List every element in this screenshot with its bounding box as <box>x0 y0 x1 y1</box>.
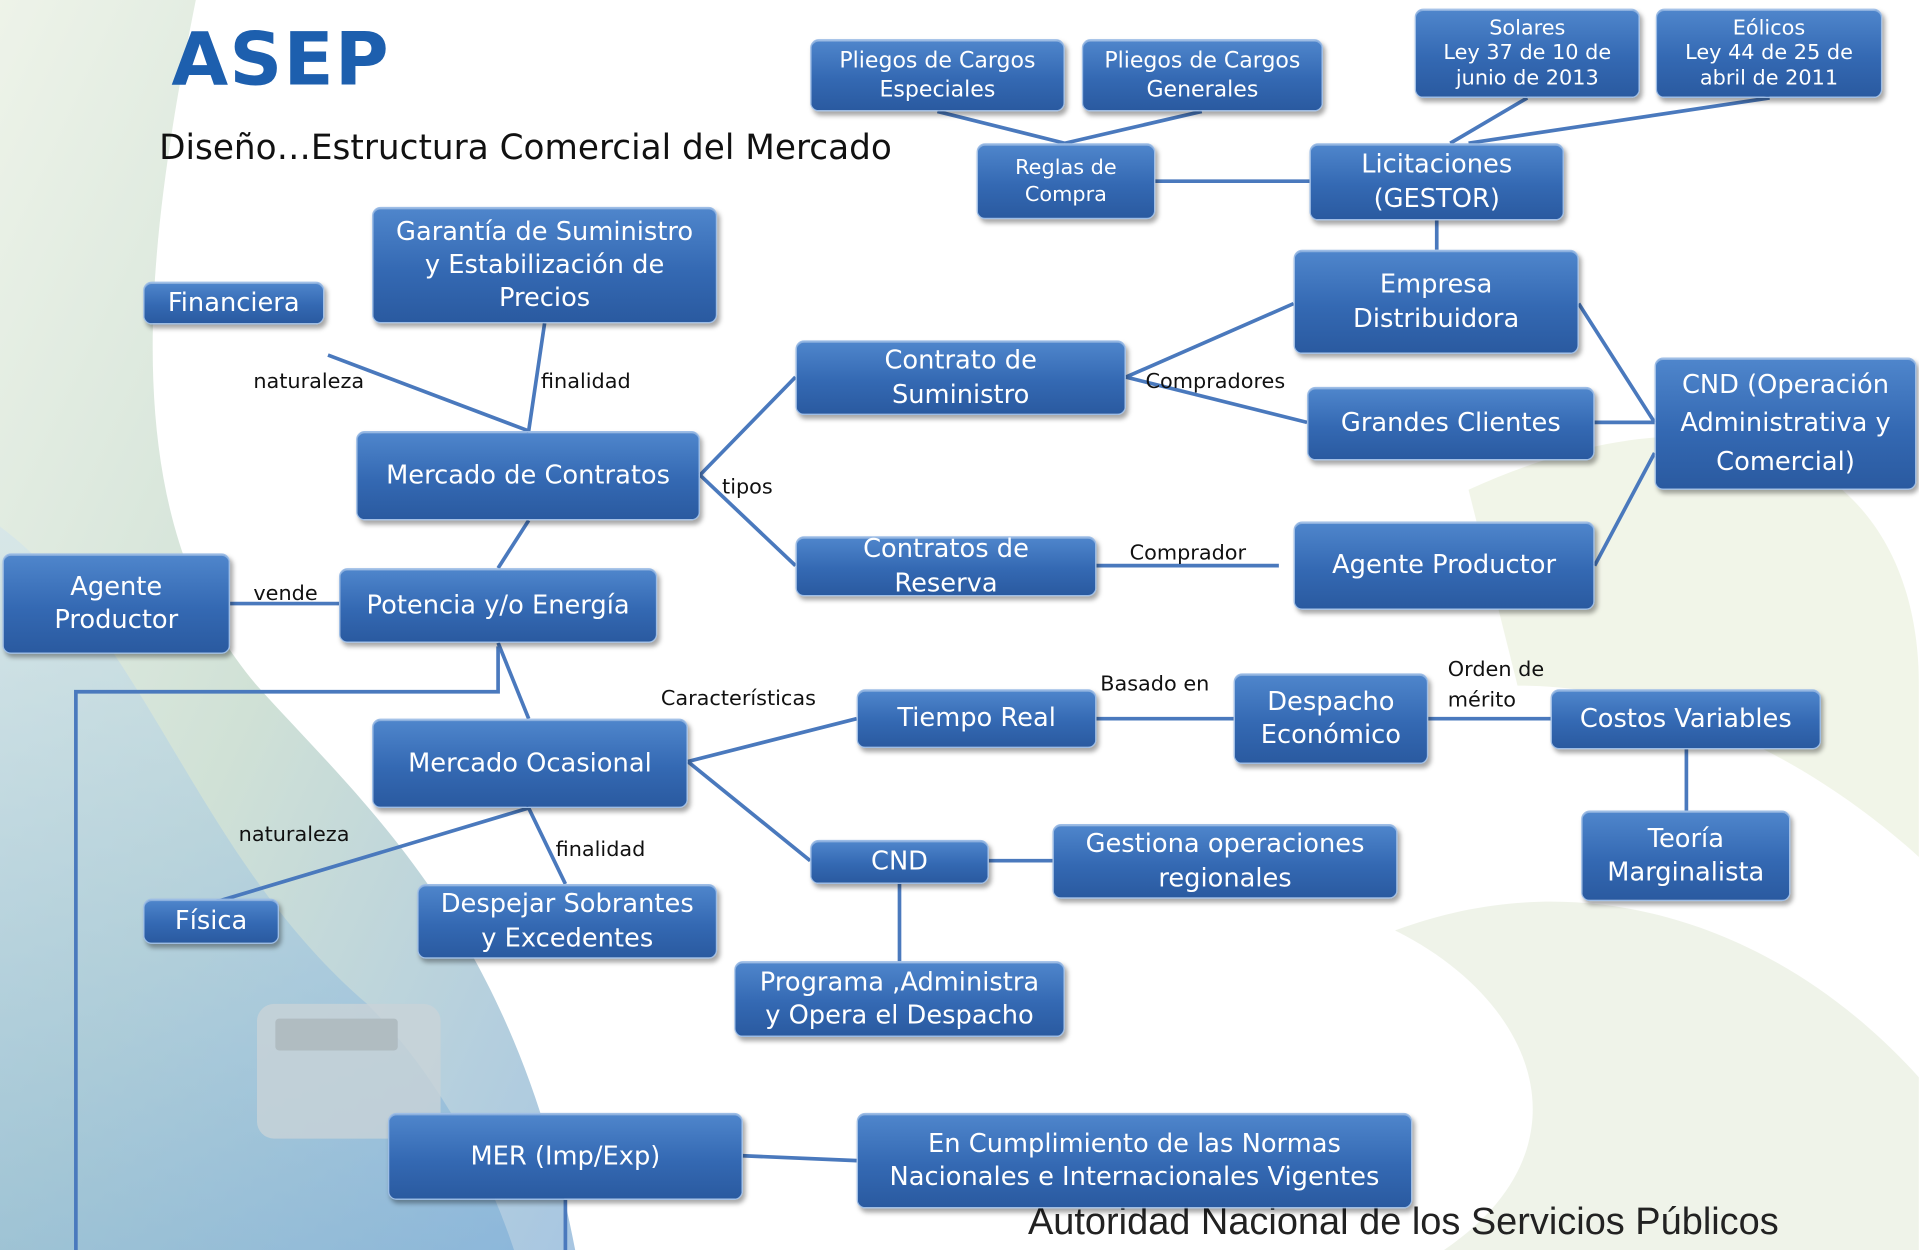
node-cnd: CND <box>810 839 989 884</box>
node-despacho-economico-label: Despacho Económico <box>1260 686 1401 750</box>
asep-logo: ASEP <box>171 17 390 103</box>
edge-label-orden-merito: Orden de mérito <box>1447 657 1545 713</box>
node-tiempo-real-label: Tiempo Real <box>897 703 1056 733</box>
node-agente-productor-left-label: Agente Productor <box>54 571 179 635</box>
node-contrato-suministro-label: Contrato de Suministro <box>884 345 1037 409</box>
node-tiempo-real: Tiempo Real <box>856 689 1097 749</box>
node-contratos-reserva-label: Contratos de Reserva <box>863 534 1029 597</box>
node-licitaciones-label: Licitaciones (GESTOR) <box>1361 149 1513 213</box>
node-teoria-marginalista-label: Teoría Marginalista <box>1607 823 1765 887</box>
node-potencia-energia: Potencia y/o Energía <box>338 568 658 643</box>
node-cumplimiento-normas-label: En Cumplimiento de las Normas Nacionales… <box>889 1128 1380 1192</box>
node-grandes-clientes: Grandes Clientes <box>1307 386 1595 461</box>
node-cumplimiento-normas: En Cumplimiento de las Normas Nacionales… <box>856 1112 1413 1209</box>
edge-label-basado-en: Basado en <box>1100 672 1210 697</box>
edge-label-comprador: Comprador <box>1129 541 1247 566</box>
node-mercado-contratos-label: Mercado de Contratos <box>386 460 671 490</box>
node-pliegos-generales-label: Pliegos de Cargos Generales <box>1104 47 1301 103</box>
node-garantia-label: Garantía de Suministro y Estabilización … <box>396 216 694 313</box>
node-costos-variables: Costos Variables <box>1550 689 1822 750</box>
node-licitaciones: Licitaciones (GESTOR) <box>1309 143 1565 221</box>
node-cnd-operacion-label: CND (Operación Administrativa y Comercia… <box>1680 369 1891 476</box>
node-agente-productor-left: Agente Productor <box>2 553 231 654</box>
node-despejar-sobrantes: Despejar Sobrantes y Excedentes <box>417 883 718 959</box>
node-mer: MER (Imp/Exp) <box>387 1112 743 1200</box>
node-fisica-label: Física <box>174 905 248 936</box>
node-grandes-clientes-label: Grandes Clientes <box>1340 408 1561 438</box>
edge-label-tipos: tipos <box>722 475 773 500</box>
node-despacho-economico: Despacho Económico <box>1233 673 1429 764</box>
node-empresa-distribuidora: Empresa Distribuidora <box>1293 249 1579 354</box>
node-gestiona-operaciones-label: Gestiona operaciones regionales <box>1085 829 1365 892</box>
node-agente-productor-right: Agente Productor <box>1293 521 1595 610</box>
node-reglas-compra: Reglas de Compra <box>976 143 1156 220</box>
edge-label-finalidad-garantia: finalidad <box>540 369 631 395</box>
node-mercado-ocasional-label: Mercado Ocasional <box>408 747 652 778</box>
edge-label-vende: vende <box>253 581 318 607</box>
edge-label-compradores: Compradores <box>1145 369 1286 395</box>
node-eolicos: Eólicos Ley 44 de 25 de abril de 2011 <box>1655 8 1883 98</box>
node-programa-administra-label: Programa ,Administra y Opera el Despacho <box>759 966 1040 1030</box>
node-contrato-suministro: Contrato de Suministro <box>795 340 1126 416</box>
node-garantia: Garantía de Suministro y Estabilización … <box>372 206 718 324</box>
node-potencia-energia-label: Potencia y/o Energía <box>366 589 630 620</box>
node-costos-variables-label: Costos Variables <box>1579 703 1792 734</box>
node-programa-administra: Programa ,Administra y Opera el Despacho <box>734 961 1065 1037</box>
node-cnd-operacion: CND (Operación Administrativa y Comercia… <box>1654 357 1917 490</box>
node-financiera: Financiera <box>143 281 325 325</box>
node-mercado-ocasional: Mercado Ocasional <box>372 718 688 809</box>
node-despejar-sobrantes-label: Despejar Sobrantes y Excedentes <box>440 889 694 952</box>
node-agente-productor-right-label: Agente Productor <box>1332 550 1557 580</box>
node-pliegos-especiales: Pliegos de Cargos Especiales <box>810 39 1065 112</box>
node-cnd-label: CND <box>871 846 928 876</box>
node-solares: Solares Ley 37 de 10 de junio de 2013 <box>1414 8 1640 98</box>
edge-label-naturaleza-financiera: naturaleza <box>253 369 365 395</box>
node-eolicos-label: Eólicos Ley 44 de 25 de abril de 2011 <box>1685 15 1853 91</box>
edge-label-caracteristicas: Características <box>660 686 816 712</box>
node-pliegos-especiales-label: Pliegos de Cargos Especiales <box>839 47 1036 103</box>
node-teoria-marginalista: Teoría Marginalista <box>1581 810 1791 902</box>
page-title: Diseño…Estructura Comercial del Mercado <box>159 127 892 168</box>
node-gestiona-operaciones: Gestiona operaciones regionales <box>1052 823 1398 899</box>
node-solares-label: Solares Ley 37 de 10 de junio de 2013 <box>1443 15 1612 91</box>
node-fisica: Física <box>143 898 280 944</box>
node-contratos-reserva: Contratos de Reserva <box>795 534 1097 597</box>
node-financiera-label: Financiera <box>167 287 300 317</box>
node-pliegos-generales: Pliegos de Cargos Generales <box>1081 39 1323 112</box>
edge-label-finalidad-despejar: finalidad <box>555 837 646 862</box>
node-mercado-contratos: Mercado de Contratos <box>356 430 701 521</box>
node-empresa-distribuidora-label: Empresa Distribuidora <box>1353 269 1520 333</box>
edge-label-naturaleza-fisica: naturaleza <box>238 822 350 848</box>
node-reglas-compra-label: Reglas de Compra <box>1015 155 1117 207</box>
node-mer-label: MER (Imp/Exp) <box>470 1140 661 1171</box>
